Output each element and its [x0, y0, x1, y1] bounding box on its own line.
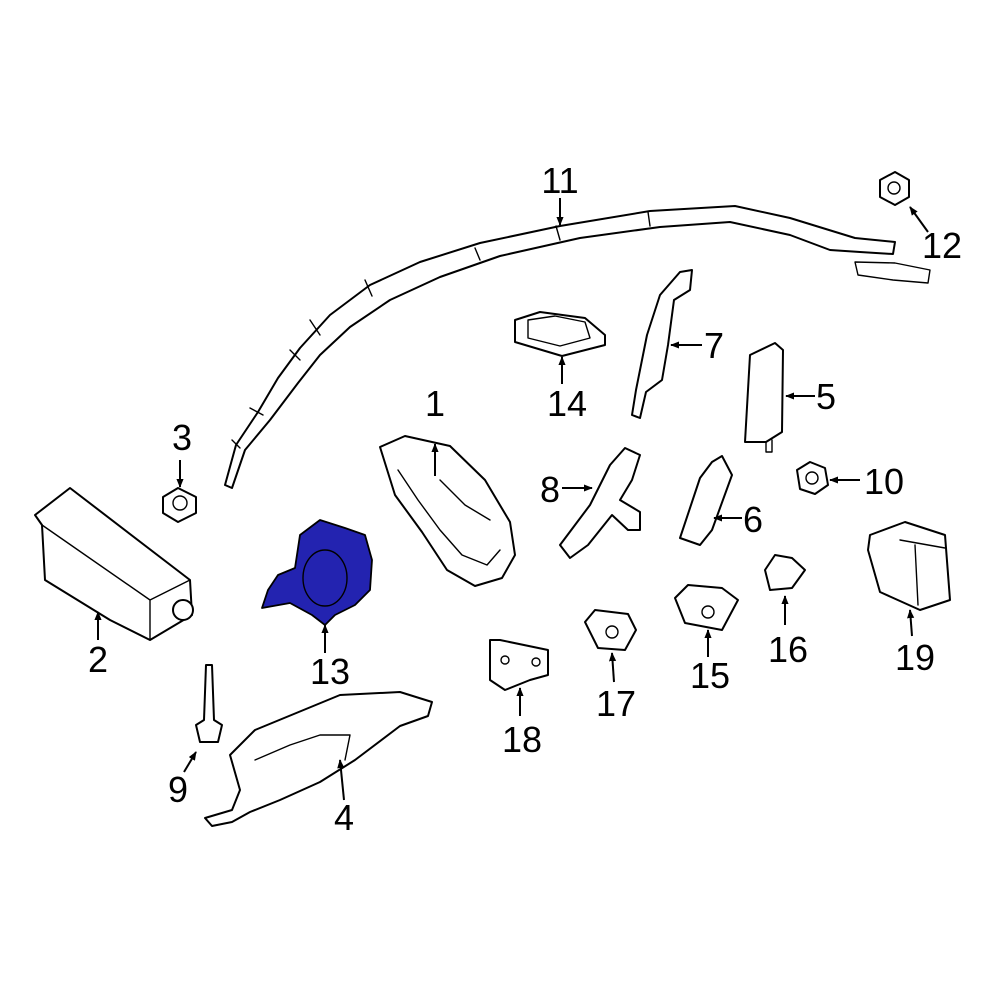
callout-12: 12 [922, 225, 962, 266]
callout-14: 14 [547, 383, 587, 424]
rivet-9-part[interactable] [195, 664, 223, 743]
mounting-bracket-8-part[interactable] [559, 447, 641, 559]
knee-airbag-4-part[interactable] [204, 691, 433, 827]
flange-nut-10-part[interactable] [796, 461, 829, 495]
impact-sensor-15-part[interactable] [674, 584, 739, 631]
clockspring-body [261, 519, 373, 626]
clockspring-13-part[interactable] [261, 519, 373, 626]
callout-19: 19 [895, 637, 935, 678]
occupant-sensor-16-part[interactable] [764, 554, 806, 591]
flange-nut-12-part[interactable] [879, 171, 910, 206]
passenger-airbag-2-part[interactable] [34, 487, 194, 641]
callout-10: 10 [864, 461, 904, 502]
callout-11: 11 [541, 160, 578, 201]
callout-15: 15 [690, 655, 730, 696]
callout-13: 13 [310, 651, 350, 692]
callout-3: 3 [172, 417, 192, 458]
callout-5: 5 [816, 376, 836, 417]
hex-nut-3-part[interactable] [162, 487, 197, 523]
callout-16: 16 [768, 629, 808, 670]
seat-airbag-5-part[interactable] [744, 342, 784, 453]
callout-1: 1 [425, 383, 445, 424]
callout-17: 17 [596, 683, 636, 724]
callout-9: 9 [168, 769, 188, 810]
side-bracket-6-part[interactable] [679, 455, 733, 546]
leader-arrows [94, 198, 929, 801]
curtain-airbag-part[interactable] [224, 205, 931, 489]
airbag-control-module-19-part[interactable] [867, 521, 951, 611]
callout-8: 8 [540, 469, 560, 510]
callout-2: 2 [88, 639, 108, 680]
sensor-bracket-18-part[interactable] [489, 639, 549, 691]
callout-18: 18 [502, 719, 542, 760]
callout-4: 4 [334, 797, 354, 838]
control-module-14-part[interactable] [514, 311, 606, 357]
impact-sensor-17-part[interactable] [584, 609, 637, 651]
callout-6: 6 [743, 499, 763, 540]
steering-wheel-airbag-1-part[interactable] [379, 435, 516, 587]
callout-labels: 1 2 3 4 5 6 7 8 9 10 11 12 13 14 15 16 1… [88, 160, 962, 838]
pillar-bracket-7-part[interactable] [631, 269, 693, 419]
callout-7: 7 [704, 325, 724, 366]
